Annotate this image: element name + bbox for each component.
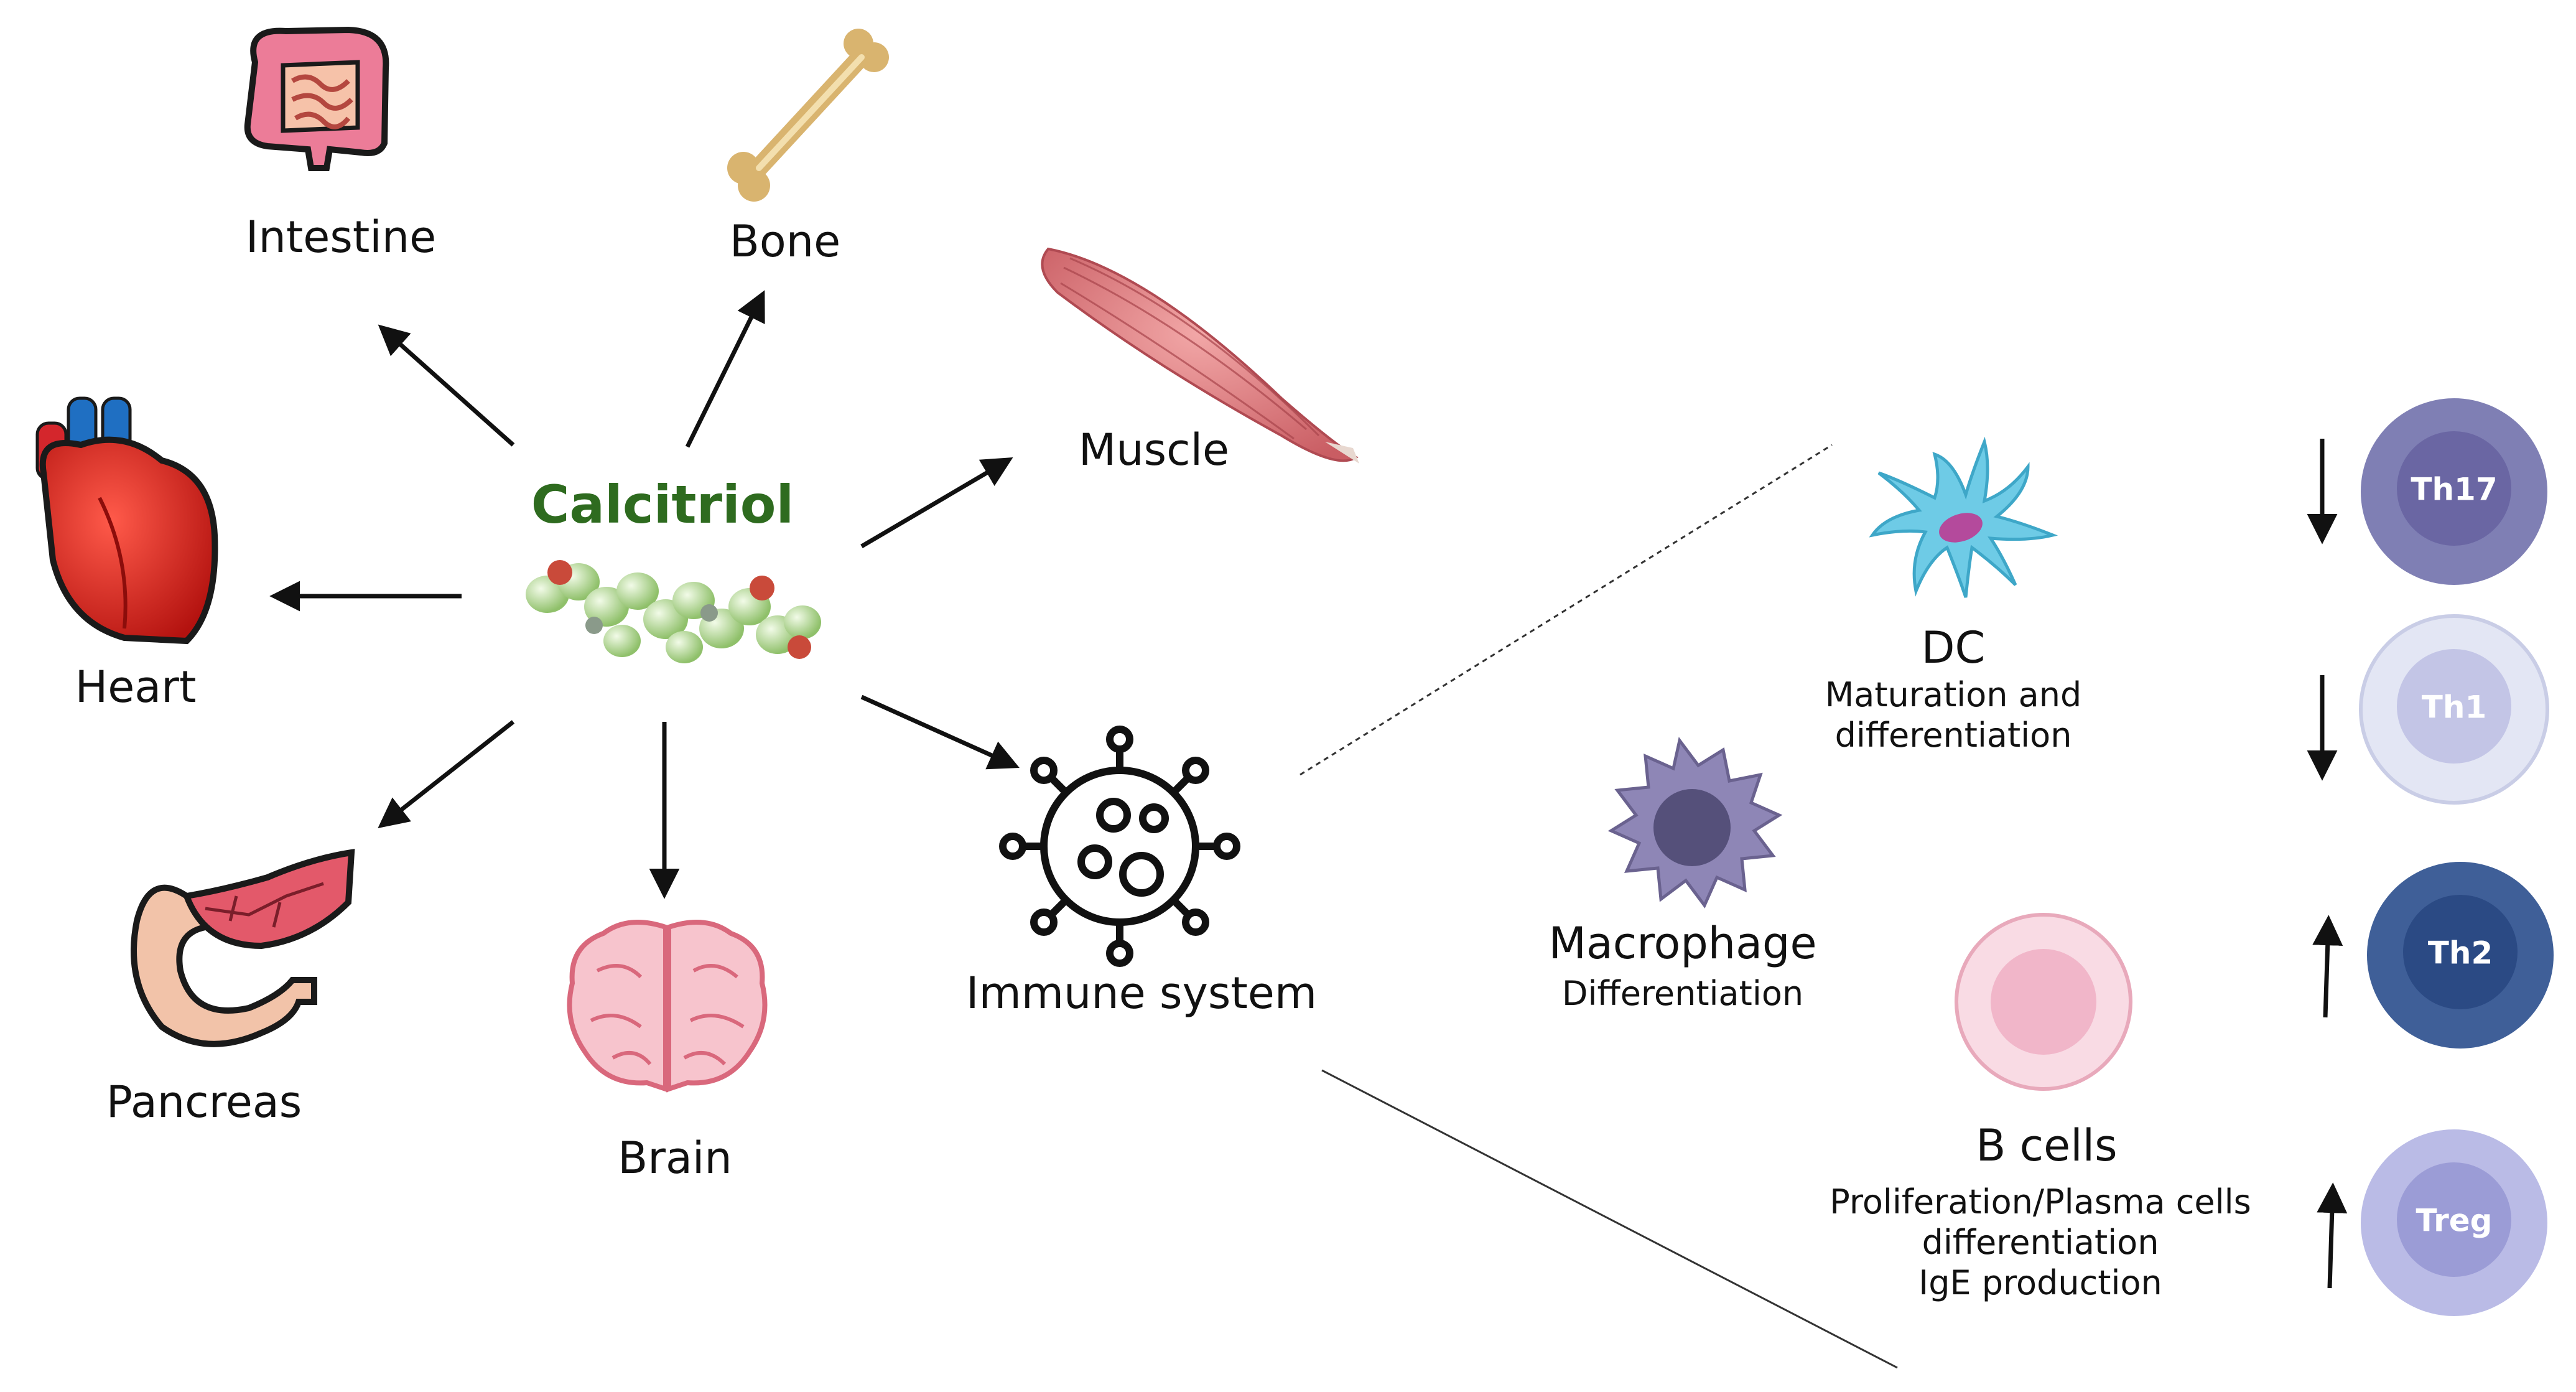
bone-label: Bone	[730, 216, 840, 267]
muscle-node: Muscle	[1041, 247, 1359, 475]
th17-label: Th17	[2411, 472, 2497, 508]
brain-icon	[567, 920, 768, 1093]
arrows	[269, 290, 1020, 899]
pancreas-icon	[131, 849, 355, 1047]
muscle-icon	[1041, 247, 1359, 464]
macrophage-desc: Differentiation	[1562, 974, 1803, 1013]
b-cell-icon	[1955, 913, 2132, 1091]
bcells-desc-line-3: IgE production	[1918, 1263, 2162, 1302]
dc-desc-line-2: differentiation	[1835, 716, 2072, 755]
tcell-th1: Th1	[2359, 614, 2549, 805]
dc-title: DC	[1922, 622, 1986, 673]
brain-node: Brain	[567, 920, 768, 1184]
treg-up-arrow	[2317, 1182, 2348, 1289]
immune-system-icon	[999, 726, 1240, 967]
macrophage-icon	[1607, 737, 1783, 909]
arrow-to-pancreas	[378, 720, 515, 829]
heart-node: Heart	[35, 396, 218, 712]
arrow-to-intestine	[378, 324, 515, 447]
calcitriol-molecule-icon	[526, 560, 821, 663]
intestine-icon	[244, 26, 389, 171]
bcells-title: B cells	[1976, 1120, 2117, 1171]
th1-label: Th1	[2422, 689, 2487, 726]
zoom-line-bottom	[1321, 1069, 1898, 1369]
pancreas-node: Pancreas	[106, 849, 355, 1128]
intestine-label: Intestine	[246, 212, 436, 263]
th2-label: Th2	[2428, 935, 2493, 971]
intestine-node: Intestine	[244, 26, 436, 263]
heart-icon	[35, 396, 218, 645]
muscle-label: Muscle	[1079, 424, 1229, 475]
calcitriol-node: Calcitriol	[526, 474, 821, 663]
dendritic-cell-icon	[1869, 436, 2058, 598]
dc-desc-line-1: Maturation and	[1825, 675, 2082, 714]
dc-node: DC Maturation and differentiation	[1825, 436, 2082, 755]
arrow-to-muscle	[860, 457, 1013, 549]
th2-up-arrow	[2312, 915, 2343, 1018]
macrophage-node: Macrophage Differentiation	[1548, 737, 1817, 1013]
bone-node: Bone	[727, 29, 889, 267]
tcell-th2: Th2	[2367, 862, 2554, 1049]
treg-label: Treg	[2416, 1203, 2493, 1239]
heart-label: Heart	[75, 661, 197, 712]
zoom-line-top	[1300, 444, 1833, 776]
macrophage-title: Macrophage	[1548, 918, 1816, 969]
immune-system-node: Immune system	[966, 726, 1317, 1019]
bcells-node: B cells Proliferation/Plasma cells diffe…	[1830, 913, 2251, 1302]
tcell-treg: Treg	[2361, 1129, 2547, 1316]
bcells-desc-line-1: Proliferation/Plasma cells	[1830, 1182, 2251, 1222]
pancreas-label: Pancreas	[106, 1077, 302, 1128]
bcells-desc-line-2: differentiation	[1922, 1223, 2159, 1262]
calcitriol-label: Calcitriol	[531, 474, 794, 535]
brain-label: Brain	[618, 1133, 732, 1184]
tcell-th17: Th17	[2361, 398, 2547, 585]
arrow-to-bone	[685, 290, 765, 448]
bone-icon	[727, 29, 889, 202]
immune-system-label: Immune system	[966, 968, 1317, 1019]
arrow-to-immune-system	[860, 694, 1020, 770]
